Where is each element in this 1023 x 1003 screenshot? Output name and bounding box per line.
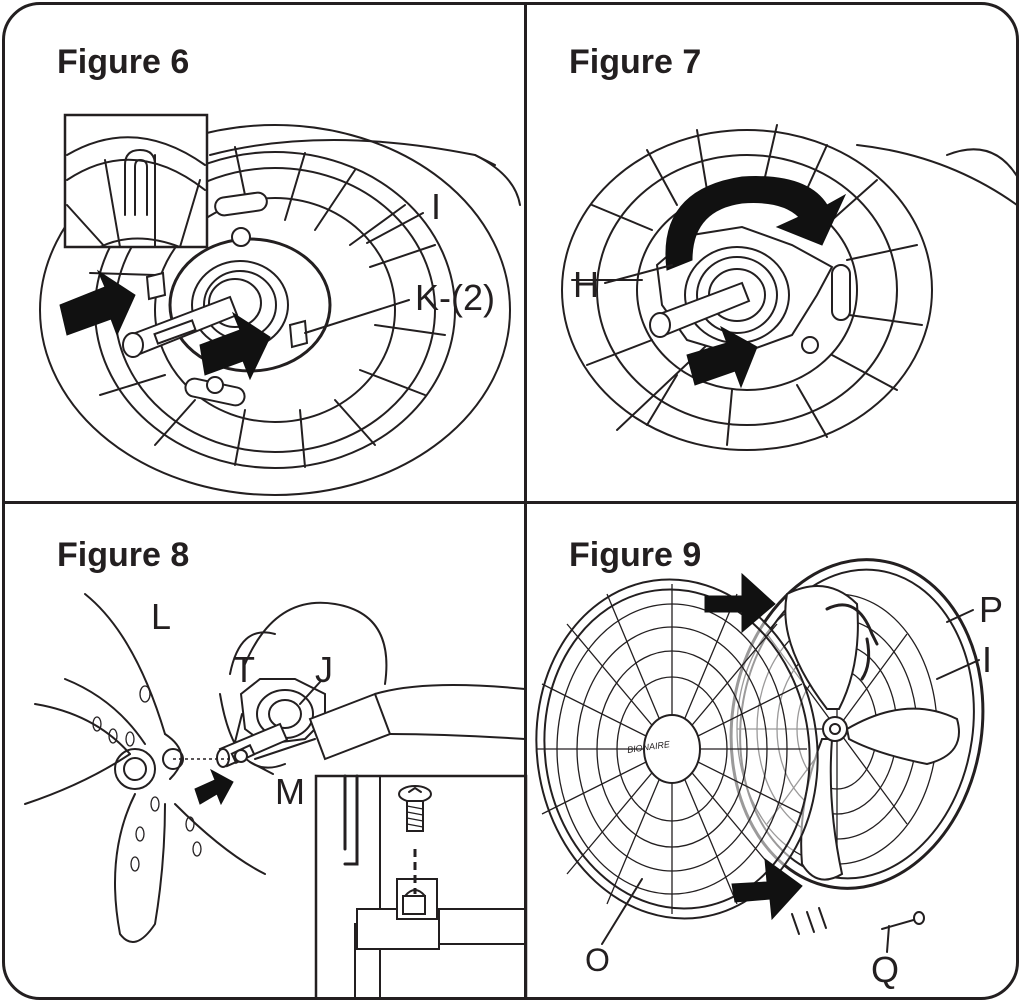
figure-9-panel: Figure 9 [527, 504, 1016, 997]
figure-8-panel: Figure 8 [5, 504, 528, 997]
label-guard-i: I [431, 186, 442, 227]
label-screw-m: M [275, 771, 305, 812]
arrow-icon [731, 857, 803, 921]
figure-8-title: Figure 8 [57, 536, 190, 574]
screw-icon [398, 785, 432, 832]
arrow-icon [199, 311, 271, 381]
label-guard-i: I [982, 639, 993, 680]
figure-7-title: Figure 7 [569, 43, 702, 81]
figure-6-panel: Figure 6 [5, 5, 524, 501]
label-screw-k: K-(2) [415, 277, 495, 318]
horizontal-divider [5, 501, 1016, 504]
label-rear-guard-p: P [979, 589, 1004, 630]
arrow-icon [194, 768, 234, 806]
figure-7-panel: Figure 7 [527, 5, 1016, 501]
figure-7-illustration [561, 124, 1016, 451]
figure-6-illustration [39, 113, 521, 496]
figure-9-title: Figure 9 [569, 536, 702, 574]
arrow-icon [686, 325, 758, 389]
label-blade-l: L [151, 596, 172, 637]
label-screw-q: Q [871, 949, 900, 990]
label-nut-h: H [573, 264, 599, 305]
arrow-icon [704, 572, 776, 634]
figure-9-illustration [535, 558, 985, 953]
figure-6-title: Figure 6 [57, 43, 190, 81]
label-shaft-t: T [233, 649, 255, 690]
arrow-icon [59, 269, 136, 337]
label-nut-j: J [315, 649, 333, 690]
figure-8-illustration [24, 593, 528, 997]
label-front-guard-o: O [585, 942, 610, 978]
rotate-arrow-icon [665, 176, 847, 271]
